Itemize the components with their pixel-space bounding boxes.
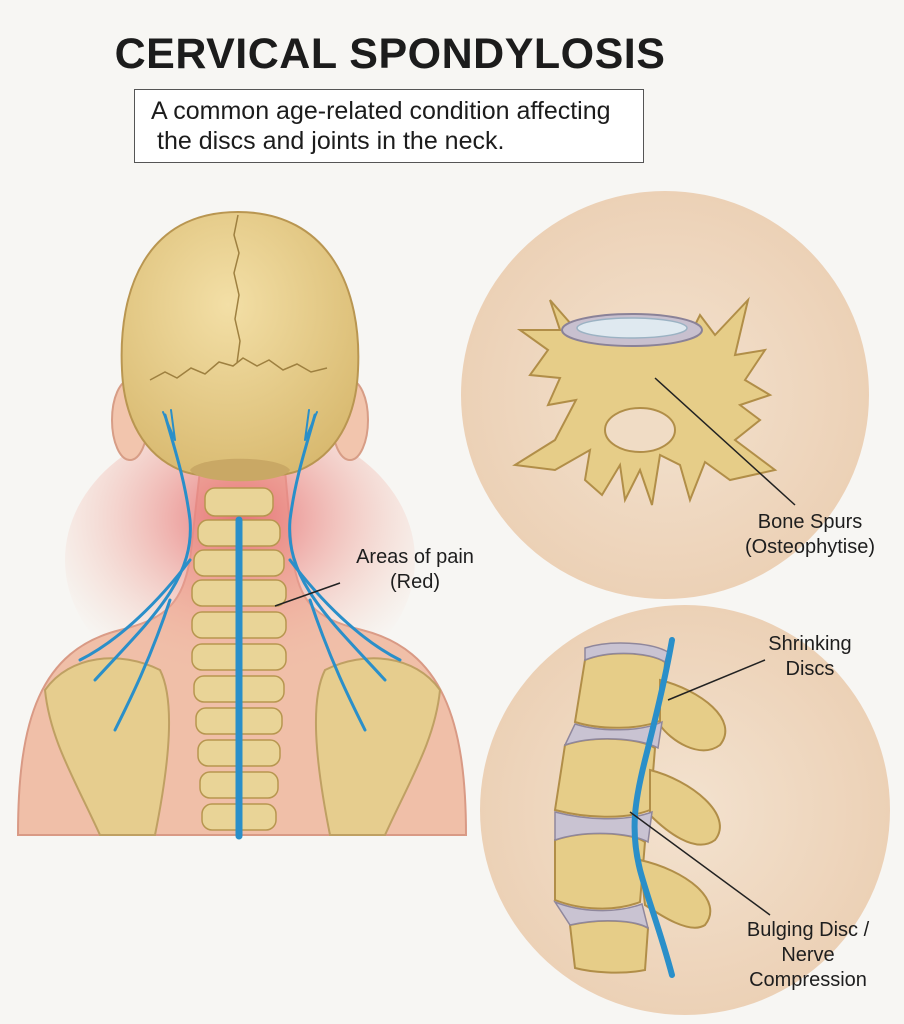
bulging-label-line-1: Bulging Disc / (746, 919, 870, 941)
page-title: CERVICAL SPONDYLOSIS (114, 30, 666, 78)
disc-nucleus (576, 317, 688, 339)
cervical-spine (191, 487, 287, 831)
side-discs (553, 642, 669, 930)
spurs-label-line-1: Bone Spurs (757, 511, 863, 533)
vertebral-bodies (553, 652, 727, 974)
pain-label-line-1: Areas of pain (356, 546, 474, 568)
bulging-leader (629, 811, 771, 916)
pain-label: Areas of pain (Red) (340, 545, 490, 595)
skull-suture (149, 214, 328, 381)
spurs-label: Bone Spurs (Osteophytise) (720, 510, 900, 560)
discs-label-line-1: Shrinking (768, 633, 852, 655)
bulging-label: Bulging Disc / Nerve Compression (728, 918, 888, 993)
pain-leader (274, 582, 341, 607)
spinal-nerve (631, 637, 675, 978)
spurs-label-line-2: (Osteophytise) (744, 536, 876, 558)
discs-label-line-2: Discs (785, 658, 835, 680)
left-scapula (43, 657, 171, 836)
spine-side-inset (480, 605, 890, 1015)
subtitle-line-1: A common age-related condition affecting (151, 97, 611, 125)
subtitle-box: A common age-related condition affecting… (134, 89, 644, 163)
subtitle-line-2: the discs and joints in the neck. (157, 127, 505, 155)
neck-figure (16, 210, 468, 840)
bulging-label-line-2: Nerve (781, 944, 835, 966)
skull-base (190, 458, 290, 482)
nerves (78, 409, 402, 840)
spinal-canal (604, 407, 676, 453)
spurs-leader (654, 377, 796, 506)
right-scapula (314, 657, 442, 836)
discs-label: Shrinking Discs (740, 632, 880, 682)
bulging-label-line-3: Compression (749, 969, 867, 991)
pain-label-line-2: (Red) (389, 571, 440, 593)
bone-spurs-inset (461, 191, 869, 599)
discs-leader (667, 659, 766, 701)
